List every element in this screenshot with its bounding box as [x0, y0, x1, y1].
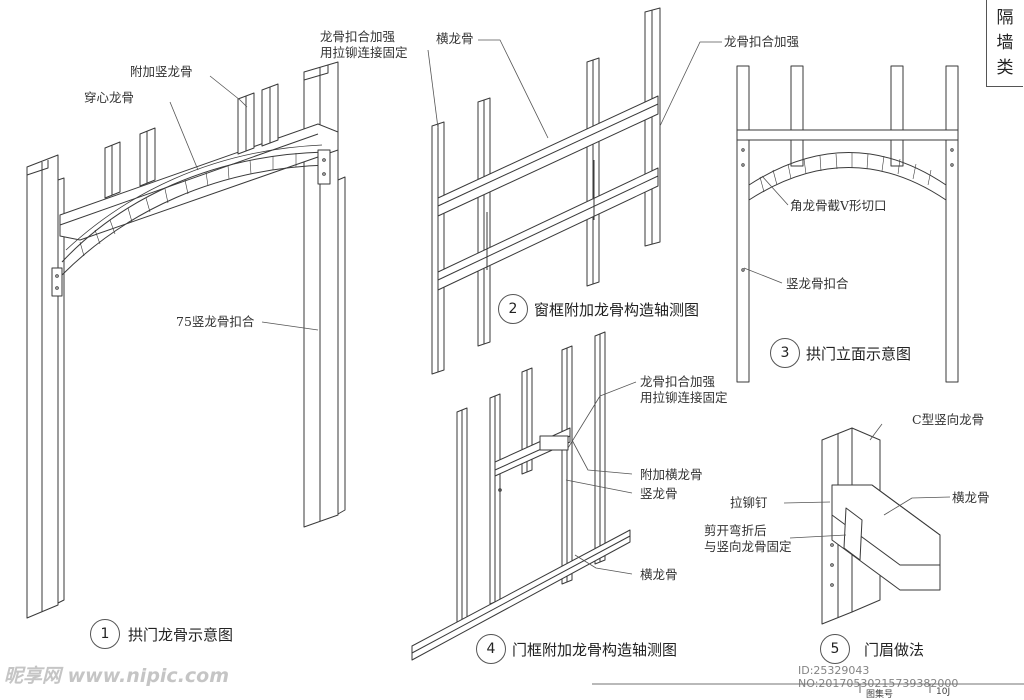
category-char-2: 墙	[996, 32, 1014, 53]
label-f4-vertical-keel: 竖龙骨	[640, 486, 678, 501]
label-f4-additional-horizontal: 附加横龙骨	[640, 467, 703, 482]
figure-5-drawing	[821, 427, 941, 625]
category-char-1: 隔	[996, 7, 1014, 28]
figure-2-caption: 窗框附加龙骨构造轴测图	[534, 301, 700, 319]
category-char-3: 类	[996, 57, 1014, 78]
figure-4-number: 4	[476, 634, 506, 664]
leader-lines	[169, 39, 951, 575]
label-f3-vertical-keel: 竖龙骨扣合	[786, 276, 849, 291]
label-f2-reinforce-line1: 龙骨扣合加强	[320, 29, 396, 44]
title-block-label: 图集号	[866, 690, 894, 700]
label-c-type-vertical: C型竖向龙骨	[912, 412, 985, 427]
figure-4-drawing	[411, 331, 631, 661]
label-f4-horizontal-keel: 横龙骨	[640, 567, 678, 582]
figure-3-number: 3	[770, 338, 800, 368]
label-cut-bend-line2: 与竖向龙骨固定	[704, 539, 792, 554]
label-75-vertical-keel: 75竖龙骨扣合	[176, 314, 255, 329]
label-piercing-keel: 穿心龙骨	[84, 90, 135, 105]
label-additional-vertical-stud: 附加竖龙骨	[130, 64, 193, 79]
figure-1-drawing	[26, 61, 346, 619]
figure-1-number: 1	[90, 619, 120, 649]
watermark-logo: 昵享网 www.nipic.com	[4, 665, 230, 687]
figure-1-caption: 拱门龙骨示意图	[128, 626, 234, 644]
figure-2-number: 2	[498, 294, 528, 324]
label-f5-horizontal-keel: 横龙骨	[952, 490, 990, 505]
watermark-id: ID:25329043 NO:20170530215739382000	[798, 664, 959, 690]
figure-3-drawing	[736, 65, 959, 383]
label-f2-reinforce-right: 龙骨扣合加强	[724, 34, 800, 49]
label-angle-keel-v-cut: 角龙骨截V形切口	[790, 198, 887, 213]
label-cut-bend-line1: 剪开弯折后	[704, 523, 767, 538]
label-f4-reinforce-line2: 用拉铆连接固定	[640, 390, 728, 405]
title-block-lines	[592, 683, 1024, 693]
label-f2-horizontal-keel: 横龙骨	[436, 31, 474, 46]
category-tag: 隔 墙 类	[986, 0, 1023, 87]
label-rivet: 拉铆钉	[730, 495, 768, 510]
figure-2-drawing	[431, 7, 661, 375]
label-f4-reinforce-line1: 龙骨扣合加强	[640, 374, 716, 389]
figure-5-caption: 门眉做法	[864, 641, 925, 659]
label-f2-reinforce-line2: 用拉铆连接固定	[320, 45, 408, 60]
figure-3-caption: 拱门立面示意图	[806, 345, 912, 363]
figure-4-caption: 门框附加龙骨构造轴测图	[512, 641, 678, 659]
title-block-code: 10J	[936, 687, 951, 697]
figure-5-number: 5	[820, 634, 850, 664]
